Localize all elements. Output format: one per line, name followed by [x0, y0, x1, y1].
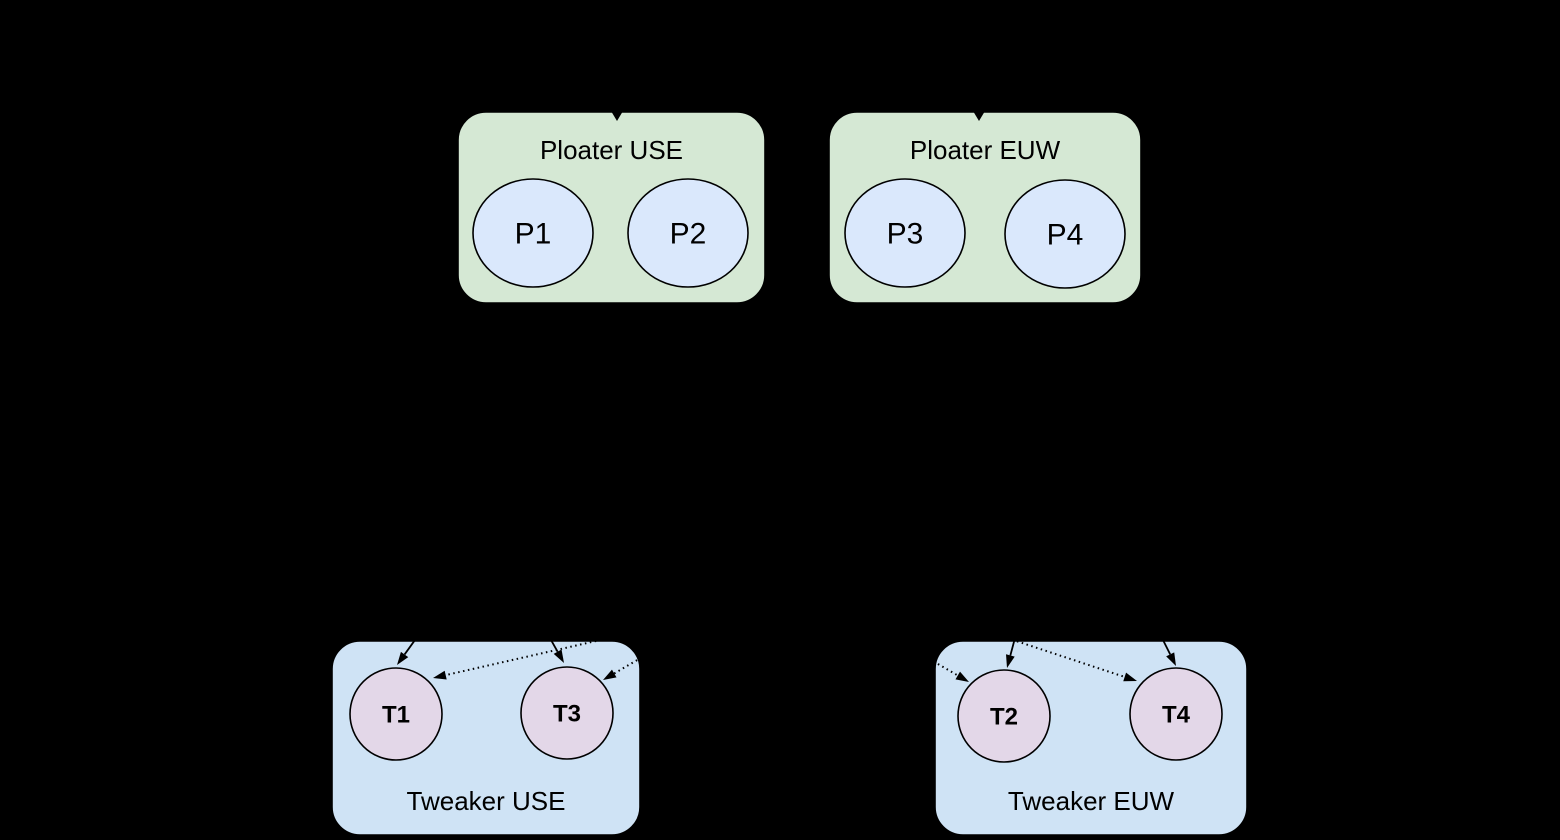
edge-into-T1-dotted-arrowhead — [433, 670, 447, 680]
node-label-P2: P2 — [670, 218, 707, 251]
node-T4 — [1129, 667, 1223, 761]
edge-into-T3-solid-arrowhead — [553, 649, 564, 663]
edge-into-T3-solid — [532, 607, 559, 653]
edge-into-T3-dotted-arrowhead — [603, 669, 617, 680]
edge-into-T2-solid-arrowhead — [1006, 654, 1015, 668]
cluster-label-ploater-use: Ploater USE — [540, 135, 683, 165]
arrowhead-into-ploater-use — [611, 111, 623, 121]
node-label-T4: T4 — [1162, 702, 1191, 729]
node-label-P1: P1 — [515, 218, 552, 251]
edge-into-T2-dotted — [911, 648, 959, 677]
edge-into-T1-solid — [403, 607, 439, 655]
node-T1 — [349, 667, 443, 761]
node-P2 — [627, 178, 749, 288]
edge-into-T1-solid-arrowhead — [397, 651, 409, 665]
node-P3 — [844, 178, 966, 288]
cluster-label-tweaker-euw: Tweaker EUW — [1008, 786, 1175, 816]
edge-into-T4-solid — [1146, 607, 1171, 655]
node-label-T3: T3 — [553, 701, 581, 728]
edge-into-T4-dotted — [997, 634, 1125, 678]
node-label-P4: P4 — [1047, 219, 1084, 252]
node-T3 — [520, 666, 614, 760]
edge-into-T2-dotted-arrowhead — [955, 671, 969, 682]
node-label-T2: T2 — [990, 704, 1018, 731]
node-P1 — [472, 178, 594, 288]
edge-into-T4-dotted-arrowhead — [1123, 672, 1137, 682]
node-label-T1: T1 — [382, 702, 410, 729]
cluster-label-tweaker-use: Tweaker USE — [407, 786, 566, 816]
cluster-label-ploater-euw: Ploater EUW — [910, 135, 1061, 165]
node-T2 — [957, 669, 1051, 763]
node-label-P3: P3 — [887, 218, 924, 251]
arrowhead-into-ploater-euw — [973, 111, 985, 121]
edge-into-T2-solid — [1009, 607, 1024, 656]
node-P4 — [1004, 179, 1126, 289]
edge-into-T1-dotted — [445, 630, 641, 677]
edge-into-T4-solid-arrowhead — [1166, 652, 1176, 666]
